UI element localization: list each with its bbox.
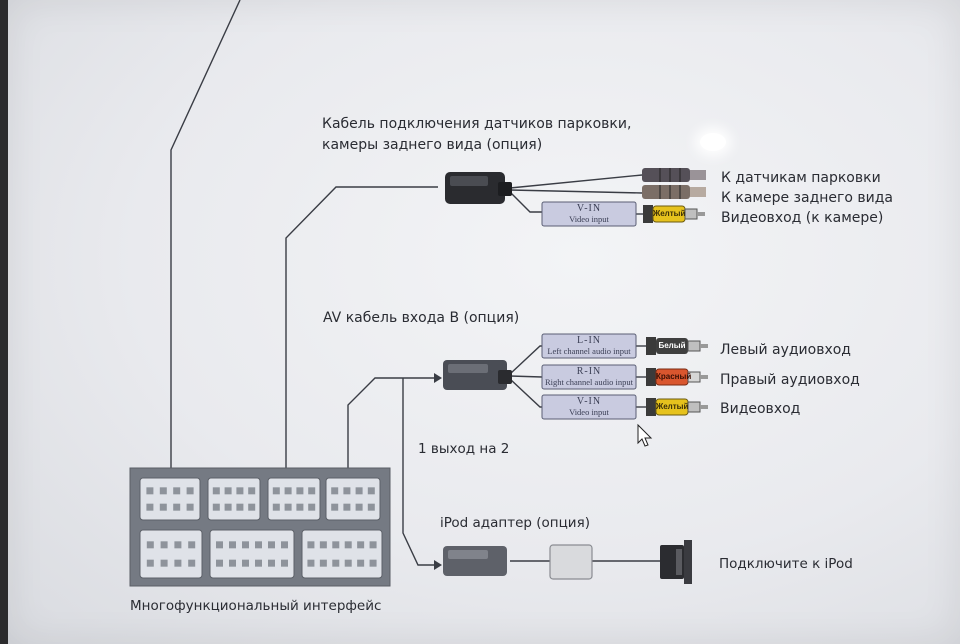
splitter-note: 1 выход на 2	[418, 441, 510, 457]
interface-socket	[207, 477, 261, 521]
ipod-adapter-connector	[443, 546, 507, 576]
ipod-dock-plug	[660, 540, 692, 584]
parking-cable-title-line1: Кабель подключения датчиков парковки,	[322, 116, 632, 132]
interface-socket	[301, 529, 383, 579]
camera-plug	[642, 185, 706, 199]
screen-glare	[700, 133, 726, 151]
tag-av-rin	[541, 364, 637, 390]
plug-red-text: Красный	[656, 372, 692, 381]
tag-av-lin-bottom: Left channel audio input	[547, 346, 631, 356]
av-cable-title: AV кабель входа B (опция)	[323, 310, 520, 326]
interface-socket	[325, 477, 381, 521]
interface-label: Многофункциональный интерфейс	[130, 598, 382, 614]
parking-cable-title-line2: камеры заднего вида (опция)	[322, 137, 543, 153]
interface-socket	[139, 529, 203, 579]
tag-av-lin-top: L-IN	[577, 335, 601, 346]
rca-plug-av-red	[646, 368, 708, 386]
plug-parking-yellow-text: Желтый	[653, 209, 686, 218]
tag-parking-vin	[541, 201, 637, 227]
wire-parking-to-interface	[281, 186, 438, 477]
tag-av-rin-bottom: Right channel audio input	[544, 377, 634, 387]
tag-parking-vin-top: V-IN	[576, 203, 602, 214]
label-video-input: Видеовход	[720, 401, 801, 417]
interface-socket	[267, 477, 321, 521]
tag-av-lin	[541, 333, 637, 359]
plug-white-text: Белый	[658, 341, 686, 350]
interface-socket	[139, 477, 201, 521]
label-right-audio: Правый аудиовход	[720, 372, 860, 388]
rca-plug-av-white	[646, 337, 708, 355]
cable-tags	[541, 201, 637, 420]
interface-sockets	[139, 477, 383, 579]
wire-av-to-interface	[343, 377, 403, 477]
interface-socket	[209, 529, 295, 579]
label-parking-sensors: К датчикам парковки	[721, 170, 881, 186]
label-rear-camera: К камере заднего вида	[721, 190, 893, 206]
tag-av-vin	[541, 394, 637, 420]
tag-av-vin-bottom: Video input	[569, 407, 609, 417]
label-video-input-camera: Видеовход (к камере)	[721, 210, 884, 226]
wire-top-to-interface	[166, 0, 241, 477]
ipod-adapter-title: iPod адаптер (опция)	[440, 515, 590, 531]
tag-av-rin-top: R-IN	[576, 366, 602, 377]
plug-yellow-text: Желтый	[656, 402, 689, 411]
label-connect-ipod: Подключите к iPod	[719, 556, 853, 572]
label-left-audio: Левый аудиовход	[720, 342, 851, 358]
tag-av-vin-top: V-IN	[576, 396, 602, 407]
mouse-cursor-icon	[637, 423, 653, 447]
av-cable-connector	[443, 360, 512, 390]
wire-splitter-to-ipod	[402, 378, 442, 570]
ipod-adapter-box	[549, 544, 593, 580]
wires	[166, 0, 660, 570]
rca-plug-parking-yellow	[643, 205, 705, 223]
rca-plug-av-yellow	[646, 398, 708, 416]
tag-parking-vin-bottom: Video input	[569, 214, 609, 224]
sensor-plug	[642, 168, 706, 182]
parking-cable-connector	[445, 172, 512, 204]
